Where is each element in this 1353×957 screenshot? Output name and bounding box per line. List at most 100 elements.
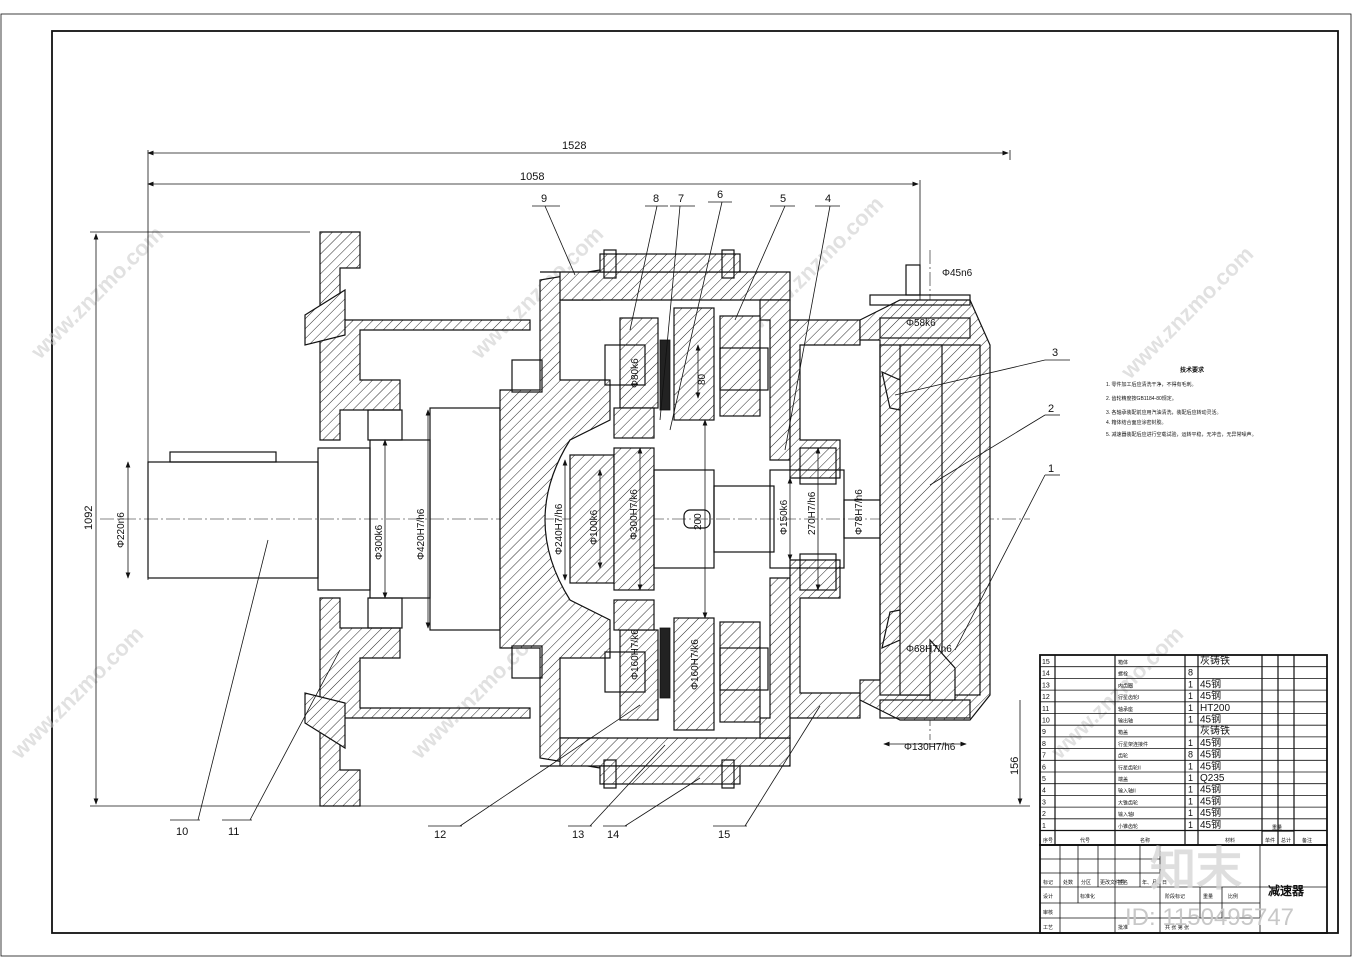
bom-cell-qty: 1 [1188,761,1193,771]
bom-cell-qty: 1 [1188,785,1193,795]
bom-cell-material: 灰铸铁 [1200,724,1230,737]
tech-notes-title: 技术要求 [1180,366,1205,374]
balloons: 1 2 3 4 5 6 7 8 9 10 11 12 13 14 15 [176,189,1058,841]
bom-cell-no: 8 [1042,741,1046,748]
balloon-10: 10 [176,826,188,838]
bom-cell-name: 轴承座 [1118,706,1133,713]
dim-inner-length: 1058 [520,171,544,183]
bom-cell-no: 11 [1042,706,1049,713]
bom-cell-name: 小锥齿轮 [1118,823,1138,830]
tb-standard: 标准化 [1080,893,1095,900]
bom-header-no: 序号 [1043,837,1053,844]
bom-cell-material: 45钢 [1200,783,1221,796]
balloon-11: 11 [228,826,239,838]
bom-cell-material: HT200 [1200,703,1230,714]
bom-cell-material: 45钢 [1200,806,1221,819]
bom-header-code: 代号 [1080,837,1090,844]
dim-vshaft-top: Φ45n6 [942,268,973,279]
watermark-text: www.znzmo.com [5,621,148,764]
bom-cell-name: 内齿圈 [1118,682,1133,689]
ring-gear [540,249,791,789]
planet-stage: Φ80k6 80 Φ160H7/k6 Φ160H7/k6 [604,307,769,731]
tb-mark: 标记 [1043,879,1053,886]
watermark-logo: 知末 [1150,843,1242,895]
dim-right-offset: 156 [1009,757,1021,775]
bom-cell-no: 1 [1042,823,1046,830]
dim-planet-pin-c: Φ160H7/k6 [690,639,701,690]
balloon-5: 5 [780,193,786,205]
dim-output-bearing: Φ300k6 [374,524,385,560]
bom-cell-name: 螺栓 [1118,671,1128,678]
tb-sign: 签名 [1118,879,1128,886]
bom-cell-material: 45钢 [1200,677,1221,690]
balloon-6: 6 [717,189,723,201]
bom-cell-name: 行星齿轮I [1118,694,1139,701]
balloon-15: 15 [718,829,730,841]
bom-cell-qty: 1 [1188,808,1193,818]
tb-review: 审核 [1043,909,1053,916]
bom-cell-qty: 1 [1188,715,1193,725]
dim-vshaft-lower: Φ68H7/n6 [906,644,952,655]
bom-cell-no: 10 [1042,718,1050,725]
balloon-13: 13 [572,829,584,841]
watermark-text: www.znzmo.com [25,221,168,364]
tech-note-line: 4. 箱体结合面应涂密封胶。 [1106,419,1167,426]
watermark-foreground: 知末 ID: 1150495747 [1125,843,1294,931]
tech-note-line: 3. 各轴承装配前应用汽油清洗，装配后应转动灵活。 [1106,409,1222,416]
bom-cell-qty: 1 [1188,691,1193,701]
balloon-12: 12 [434,829,446,841]
bearing-housing: Φ300k6 Φ420H7/h6 [304,231,531,807]
balloon-leaders [170,201,1070,827]
dim-carrier-seat: Φ240H7/h6 [554,503,565,555]
bom-header-total_w: 总计 [1281,837,1291,844]
tech-notes: 技术要求 1. 零件加工后应清洗干净，不得有毛刺。 2. 齿轮精度按GB1184… [1106,366,1257,438]
balloon-2: 2 [1048,403,1054,415]
inner-frame [51,30,1339,934]
tb-sheet: 共 张 第 张 [1165,924,1189,931]
dim-overall-height: 1092 [83,506,95,530]
bom-cell-no: 9 [1042,729,1046,736]
bom-header-remark: 备注 [1302,837,1312,844]
tech-note-line: 5. 减速器装配后应进行空载试验，运转平稳，无冲击，无异常噪声。 [1106,431,1257,438]
tech-note-line: 1. 零件加工后应清洗干净，不得有毛刺。 [1106,381,1197,388]
dim-sun-bore: Φ100k6 [589,509,600,545]
bom-cell-material: 45钢 [1200,759,1221,772]
input-bearing: Φ150k6 270H7/h6 Φ78H7/h6 [769,319,885,719]
output-shaft: Φ220n6 [116,407,501,631]
bom-header-weight: 重量 [1272,824,1282,831]
tb-approve: 批准 [1118,924,1128,931]
bom-cell-material: 45钢 [1200,748,1221,761]
bom-cell-qty: 1 [1188,738,1193,748]
bom-cell-name: 端盖 [1118,776,1128,783]
tb-craft: 工艺 [1043,925,1053,931]
bom-cell-material: 45钢 [1200,713,1221,726]
dim-planet-pin-a: Φ80k6 [630,358,641,388]
bom-cell-name: 齿轮 [1118,753,1128,760]
tb-design: 设计 [1043,893,1053,900]
balloon-14: 14 [607,829,619,841]
bom-cell-no: 12 [1042,694,1050,701]
dim-input-bearing: Φ150k6 [779,499,790,535]
bom-cell-name: 输入轴II [1118,788,1136,795]
bom-cell-no: 2 [1042,811,1046,818]
bom-cell-qty: 1 [1188,703,1193,713]
bevel-gearbox: Φ45n6 Φ58k6 Φ68H7/n6 Φ130H7/h6 [859,264,991,753]
dim-vshaft-bearing: Φ58k6 [906,318,936,329]
tb-scale: 比例 [1228,893,1238,900]
dim-output-shaft: Φ220n6 [116,512,127,548]
bom-cell-no: 7 [1042,753,1046,760]
bom-cell-name: 大锥齿轮 [1118,799,1138,806]
tech-note-line: 2. 齿轮精度按GB1184-80规定。 [1106,395,1177,402]
bom-cell-name: 输入轴I [1118,811,1134,818]
tb-stage-mark: 阶段标记 [1165,893,1185,900]
dim-center-dist: 200 [693,513,704,530]
bom-header-unit_w: 单件 [1265,837,1275,844]
bom-cell-material: Q235 [1200,773,1225,784]
bom-cell-no: 15 [1042,659,1050,666]
balloon-7: 7 [678,193,684,205]
dim-bevel-bore: Φ78H7/h6 [854,489,865,535]
balloon-8: 8 [653,193,659,205]
dim-vshaft-seat: Φ130H7/h6 [904,742,956,753]
watermark-text: www.znzmo.com [1115,241,1258,384]
